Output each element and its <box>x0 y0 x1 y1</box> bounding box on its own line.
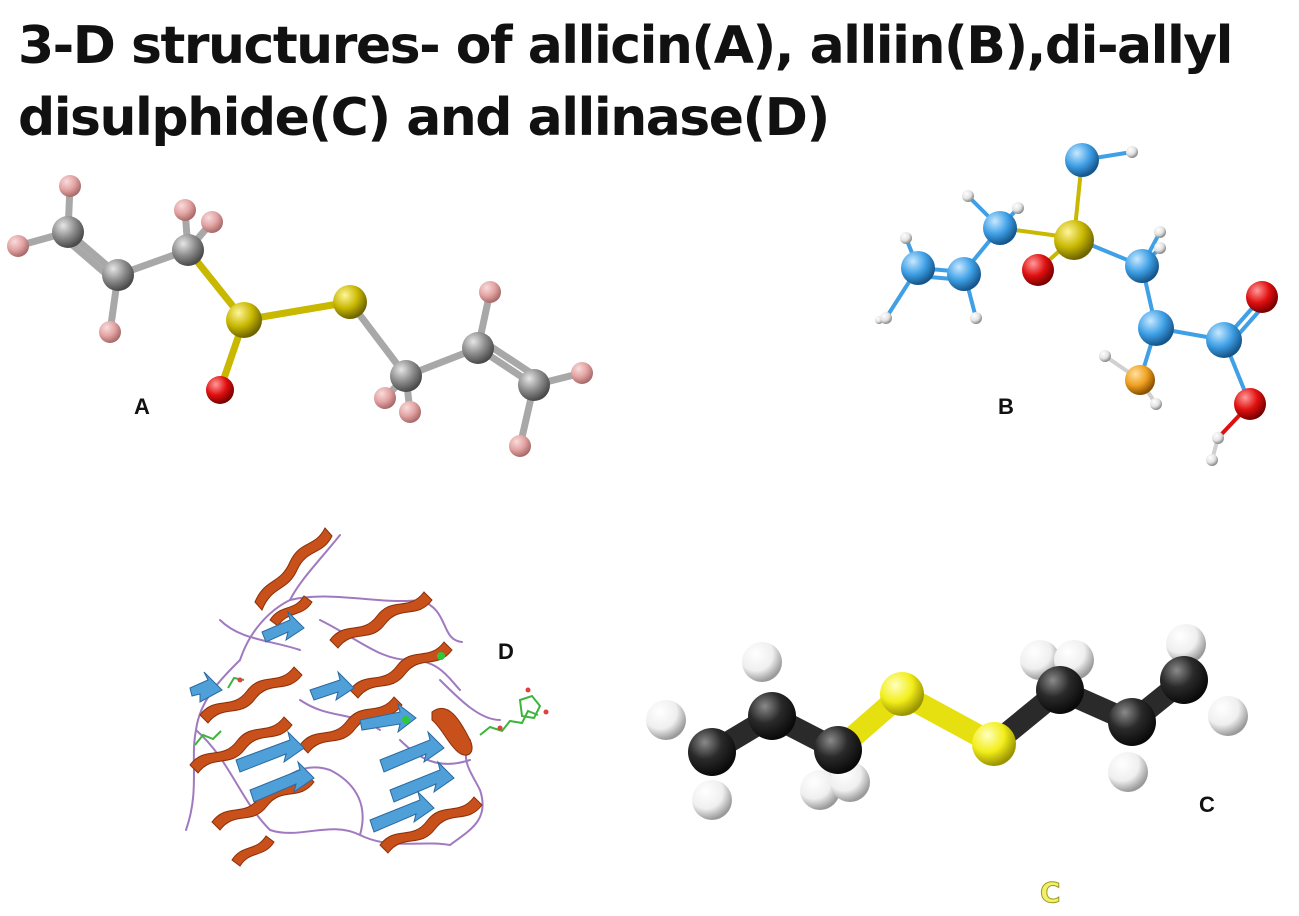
atom <box>880 312 892 324</box>
atom <box>509 435 531 457</box>
atom <box>742 642 782 682</box>
atom <box>462 332 494 364</box>
alliin-molecule-b <box>875 143 1278 466</box>
atom <box>1206 322 1242 358</box>
atom <box>1206 454 1218 466</box>
atom <box>226 302 262 338</box>
atom <box>59 175 81 197</box>
atom <box>52 216 84 248</box>
atom <box>947 257 981 291</box>
atom <box>518 369 550 401</box>
label-a: A <box>134 394 150 419</box>
label-d: D <box>498 639 514 664</box>
atom <box>1166 624 1206 664</box>
atom <box>1022 254 1054 286</box>
atom <box>1125 365 1155 395</box>
atom <box>1126 146 1138 158</box>
atom <box>390 360 422 392</box>
atom <box>748 692 796 740</box>
atom <box>201 211 223 233</box>
atom <box>1154 226 1166 238</box>
atom <box>102 259 134 291</box>
atom <box>99 321 121 343</box>
atom <box>1108 752 1148 792</box>
figure-title-line-1: 3-D structures- of allicin(A), alliin(B)… <box>18 16 1233 76</box>
atom <box>800 770 840 810</box>
atom <box>1099 350 1111 362</box>
atom <box>374 387 396 409</box>
atom <box>1150 398 1162 410</box>
atom <box>1208 696 1248 736</box>
diallyl-disulphide-molecule-c <box>646 624 1248 820</box>
atom <box>646 700 686 740</box>
atom <box>814 726 862 774</box>
atom <box>880 672 924 716</box>
atom <box>1125 249 1159 283</box>
atom <box>1160 656 1208 704</box>
atom <box>972 722 1016 766</box>
atom <box>692 780 732 820</box>
atom <box>7 235 29 257</box>
atom <box>901 251 935 285</box>
label-c-faint: C <box>1040 876 1062 910</box>
atom <box>1246 281 1278 313</box>
atom <box>970 312 982 324</box>
atom <box>399 401 421 423</box>
allinase-protein-d <box>185 527 549 867</box>
atom <box>1054 220 1094 260</box>
atom <box>1212 432 1224 444</box>
atom <box>1065 143 1099 177</box>
atom <box>1154 242 1166 254</box>
allicin-molecule-a <box>7 175 593 457</box>
atom <box>983 211 1017 245</box>
atom <box>571 362 593 384</box>
label-b: B <box>998 394 1014 419</box>
figure-title-line-2: disulphide(C) and allinase(D) <box>18 88 830 148</box>
atom <box>688 728 736 776</box>
atom <box>479 281 501 303</box>
atom <box>1036 666 1084 714</box>
atom <box>1234 388 1266 420</box>
atom <box>333 285 367 319</box>
atom <box>900 232 912 244</box>
atom <box>962 190 974 202</box>
atom <box>1012 202 1024 214</box>
label-c: C <box>1199 792 1215 817</box>
atom <box>172 234 204 266</box>
atom <box>1108 698 1156 746</box>
atom <box>1138 310 1174 346</box>
figure-title: 3-D structures- of allicin(A), alliin(B)… <box>18 10 1288 154</box>
atom <box>206 376 234 404</box>
atom <box>174 199 196 221</box>
